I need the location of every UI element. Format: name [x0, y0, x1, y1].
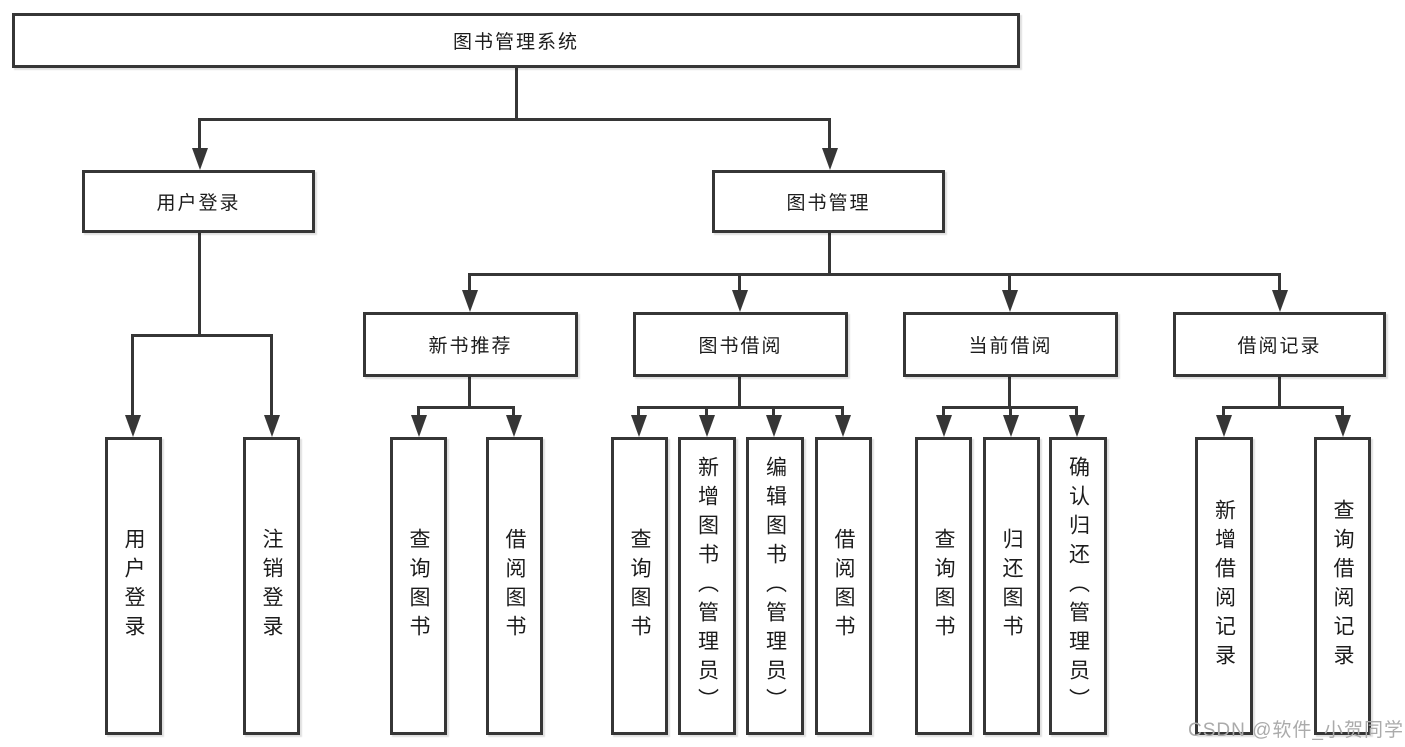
- connector-stub-book-borrow: [738, 273, 741, 294]
- connector-stub: [512, 406, 515, 419]
- connector-root-branch: [198, 118, 831, 121]
- node-borrow-records: 借阅记录: [1173, 312, 1386, 377]
- arrow-down-icon: [766, 415, 782, 437]
- arrow-down-icon: [732, 290, 748, 312]
- arrow-down-icon: [1335, 415, 1351, 437]
- arrow-down-icon: [699, 415, 715, 437]
- connector-book-borrow-vertical: [738, 377, 741, 409]
- node-root: 图书管理系统: [12, 13, 1020, 68]
- connector-stub: [942, 406, 945, 419]
- arrow-down-icon: [192, 148, 208, 170]
- arrow-down-icon: [936, 415, 952, 437]
- connector-stub: [1341, 406, 1344, 419]
- connector-stub: [1075, 406, 1078, 419]
- node-user-login: 用户登录: [105, 437, 162, 735]
- node-query-books-current: 查询图书: [915, 437, 972, 735]
- connector-current-borrow-vertical: [1008, 377, 1011, 409]
- node-return-books: 归还图书: [983, 437, 1040, 735]
- arrow-down-icon: [506, 415, 522, 437]
- node-user-login-group: 用户登录: [82, 170, 315, 233]
- arrow-down-icon: [822, 148, 838, 170]
- connector-stub: [417, 406, 420, 419]
- node-confirm-return-admin: 确认归还（管理员）: [1049, 437, 1107, 735]
- arrow-down-icon: [631, 415, 647, 437]
- connector-stub: [772, 406, 775, 419]
- node-current-borrow: 当前借阅: [903, 312, 1118, 377]
- csdn-watermark: CSDN @软件_小贺同学: [1188, 720, 1404, 741]
- node-book-management: 图书管理: [712, 170, 945, 233]
- connector-stub-book-management: [828, 118, 831, 152]
- arrow-down-icon: [1002, 290, 1018, 312]
- connector-stub: [705, 406, 708, 419]
- connector-book-management-vertical: [828, 233, 831, 276]
- node-logout: 注销登录: [243, 437, 300, 735]
- connector-book-management-branch: [468, 273, 1281, 276]
- connector-stub: [637, 406, 640, 419]
- node-query-books-borrow: 查询图书: [611, 437, 668, 735]
- arrow-down-icon: [462, 290, 478, 312]
- node-add-borrow-record: 新增借阅记录: [1195, 437, 1253, 735]
- connector-stub-logout: [270, 334, 273, 419]
- connector-new-book-recommend-vertical: [468, 377, 471, 409]
- arrow-down-icon: [264, 415, 280, 437]
- arrow-down-icon: [125, 415, 141, 437]
- arrow-down-icon: [1216, 415, 1232, 437]
- node-add-books-admin: 新增图书（管理员）: [678, 437, 736, 735]
- connector-stub-current-borrow: [1008, 273, 1011, 294]
- arrow-down-icon: [411, 415, 427, 437]
- connector-stub-new-book-recommend: [468, 273, 471, 294]
- connector-user-login-branch: [131, 334, 273, 337]
- node-borrow-books-recommend: 借阅图书: [486, 437, 543, 735]
- connector-user-login-vertical: [198, 233, 201, 337]
- connector-stub: [1222, 406, 1225, 419]
- node-edit-books-admin: 编辑图书（管理员）: [746, 437, 804, 735]
- connector-stub: [1009, 406, 1012, 419]
- node-borrow-books: 借阅图书: [815, 437, 872, 735]
- arrow-down-icon: [835, 415, 851, 437]
- arrow-down-icon: [1069, 415, 1085, 437]
- connector-stub-borrow-records: [1278, 273, 1281, 294]
- connector-root-vertical: [515, 68, 518, 121]
- node-query-books-recommend: 查询图书: [390, 437, 447, 735]
- connector-stub: [841, 406, 844, 419]
- arrow-down-icon: [1003, 415, 1019, 437]
- connector-new-book-recommend-branch: [417, 406, 515, 409]
- connector-stub-user-login: [131, 334, 134, 419]
- connector-borrow-records-vertical: [1278, 377, 1281, 409]
- node-new-book-recommend: 新书推荐: [363, 312, 578, 377]
- connector-borrow-records-branch: [1222, 406, 1344, 409]
- arrow-down-icon: [1272, 290, 1288, 312]
- connector-book-borrow-branch: [637, 406, 844, 409]
- connector-stub-user-login-group: [198, 118, 201, 152]
- node-query-borrow-record: 查询借阅记录: [1314, 437, 1371, 735]
- node-book-borrow: 图书借阅: [633, 312, 848, 377]
